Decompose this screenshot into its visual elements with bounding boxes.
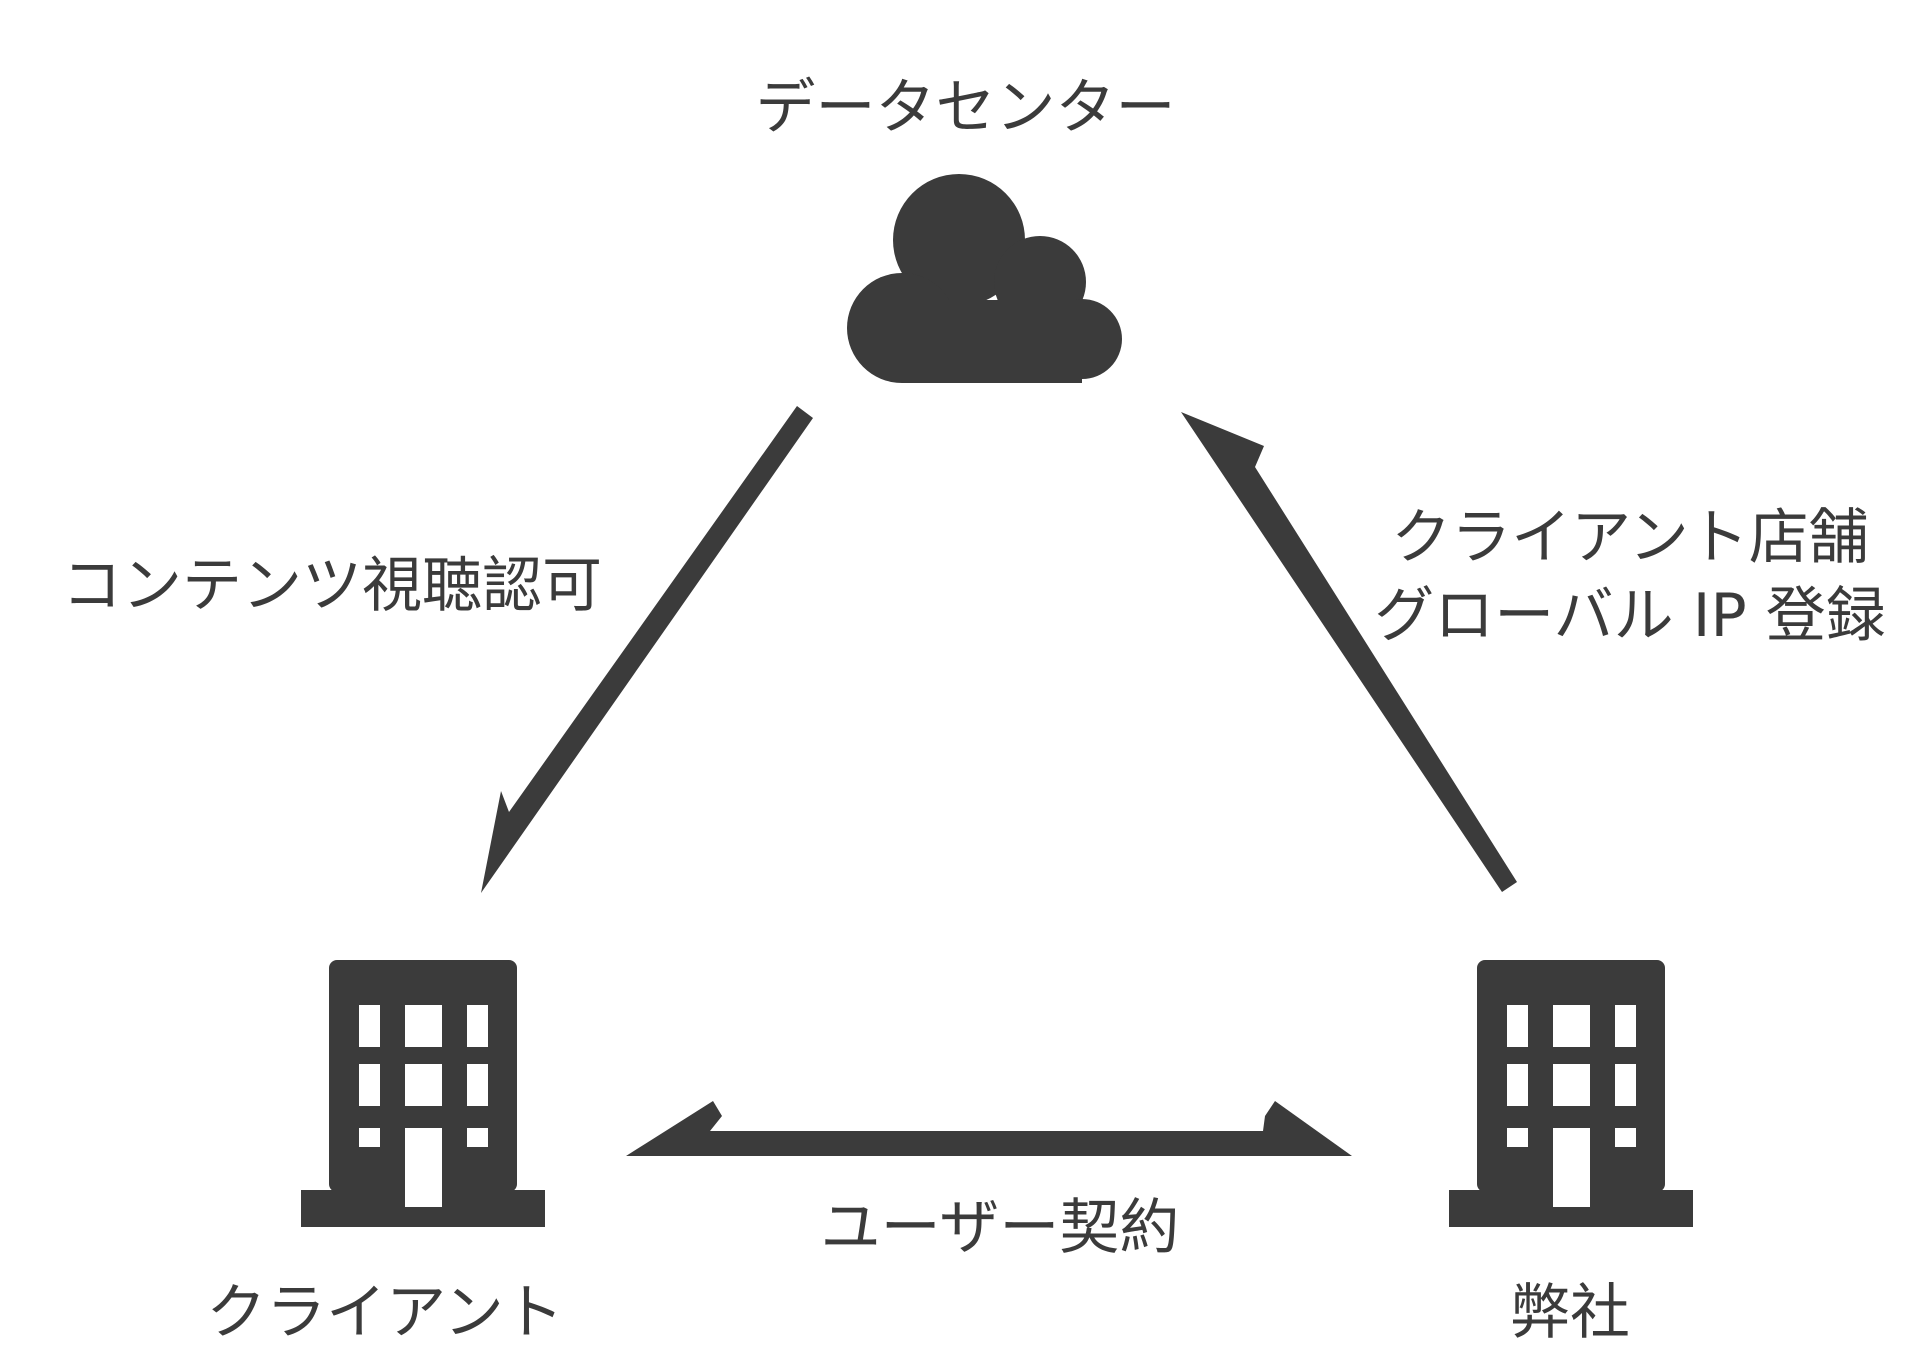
ip-registration-arrow bbox=[1181, 412, 1517, 892]
user-contract-label: ユーザー契約 bbox=[820, 1193, 1180, 1263]
company-building-icon bbox=[1449, 960, 1693, 1227]
client-label: クライアント bbox=[206, 1278, 564, 1348]
client-building-icon bbox=[301, 960, 545, 1227]
user-contract-arrow bbox=[626, 1101, 1352, 1156]
company-label: 弊社 bbox=[1510, 1278, 1630, 1348]
ip-registration-label-line1: クライアント店舗 bbox=[1391, 503, 1869, 573]
ip-registration-label: クライアント店舗 グローバル IP 登録 bbox=[1340, 508, 1920, 646]
content-auth-arrow bbox=[481, 406, 813, 893]
cloud-icon bbox=[847, 174, 1122, 383]
data-center-label: データセンター bbox=[755, 73, 1176, 143]
content-auth-label: コンテンツ視聴認可 bbox=[62, 551, 602, 621]
ip-registration-label-line2: グローバル IP 登録 bbox=[1374, 581, 1886, 651]
